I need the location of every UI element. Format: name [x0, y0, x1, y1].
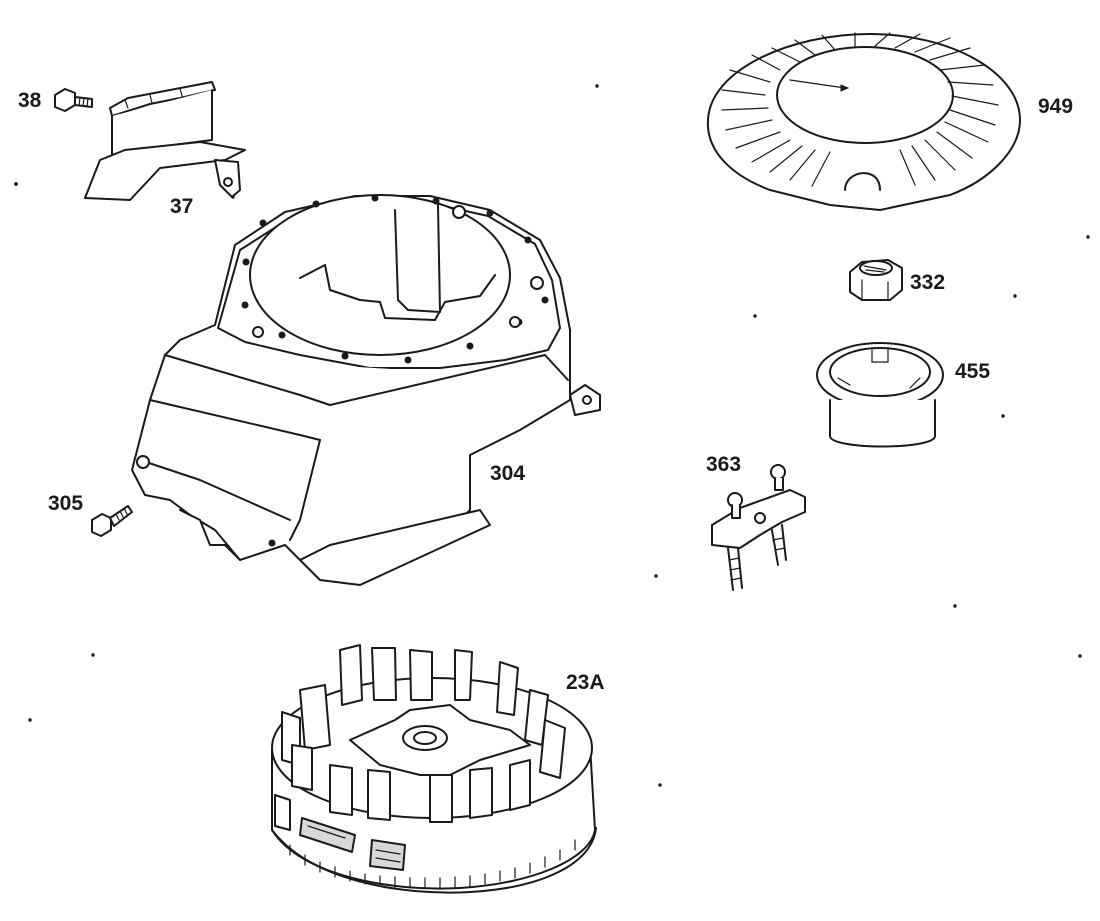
- part-38-screw[interactable]: [54, 88, 93, 112]
- label-part-305: 305: [48, 492, 84, 515]
- label-part-37: 37: [170, 195, 194, 218]
- label-part-23A: 23A: [566, 671, 605, 694]
- part-37-air-guide[interactable]: [84, 81, 246, 201]
- part-949-rotating-screen[interactable]: [706, 32, 1021, 211]
- label-part-304: 304: [490, 462, 526, 485]
- label-part-38: 38: [18, 89, 42, 112]
- part-23A-flywheel[interactable]: [271, 644, 597, 894]
- label-part-949: 949: [1038, 95, 1074, 118]
- label-part-332: 332: [910, 271, 946, 294]
- part-332-nut[interactable]: [849, 259, 903, 301]
- part-305-screw[interactable]: [91, 505, 133, 537]
- part-455-starter-cup[interactable]: [816, 342, 944, 448]
- part-363-bracket[interactable]: [711, 464, 806, 591]
- part-304-blower-housing[interactable]: [131, 194, 601, 586]
- label-part-363: 363: [706, 453, 742, 476]
- print-specks: [14, 84, 1090, 787]
- label-part-455: 455: [955, 360, 991, 383]
